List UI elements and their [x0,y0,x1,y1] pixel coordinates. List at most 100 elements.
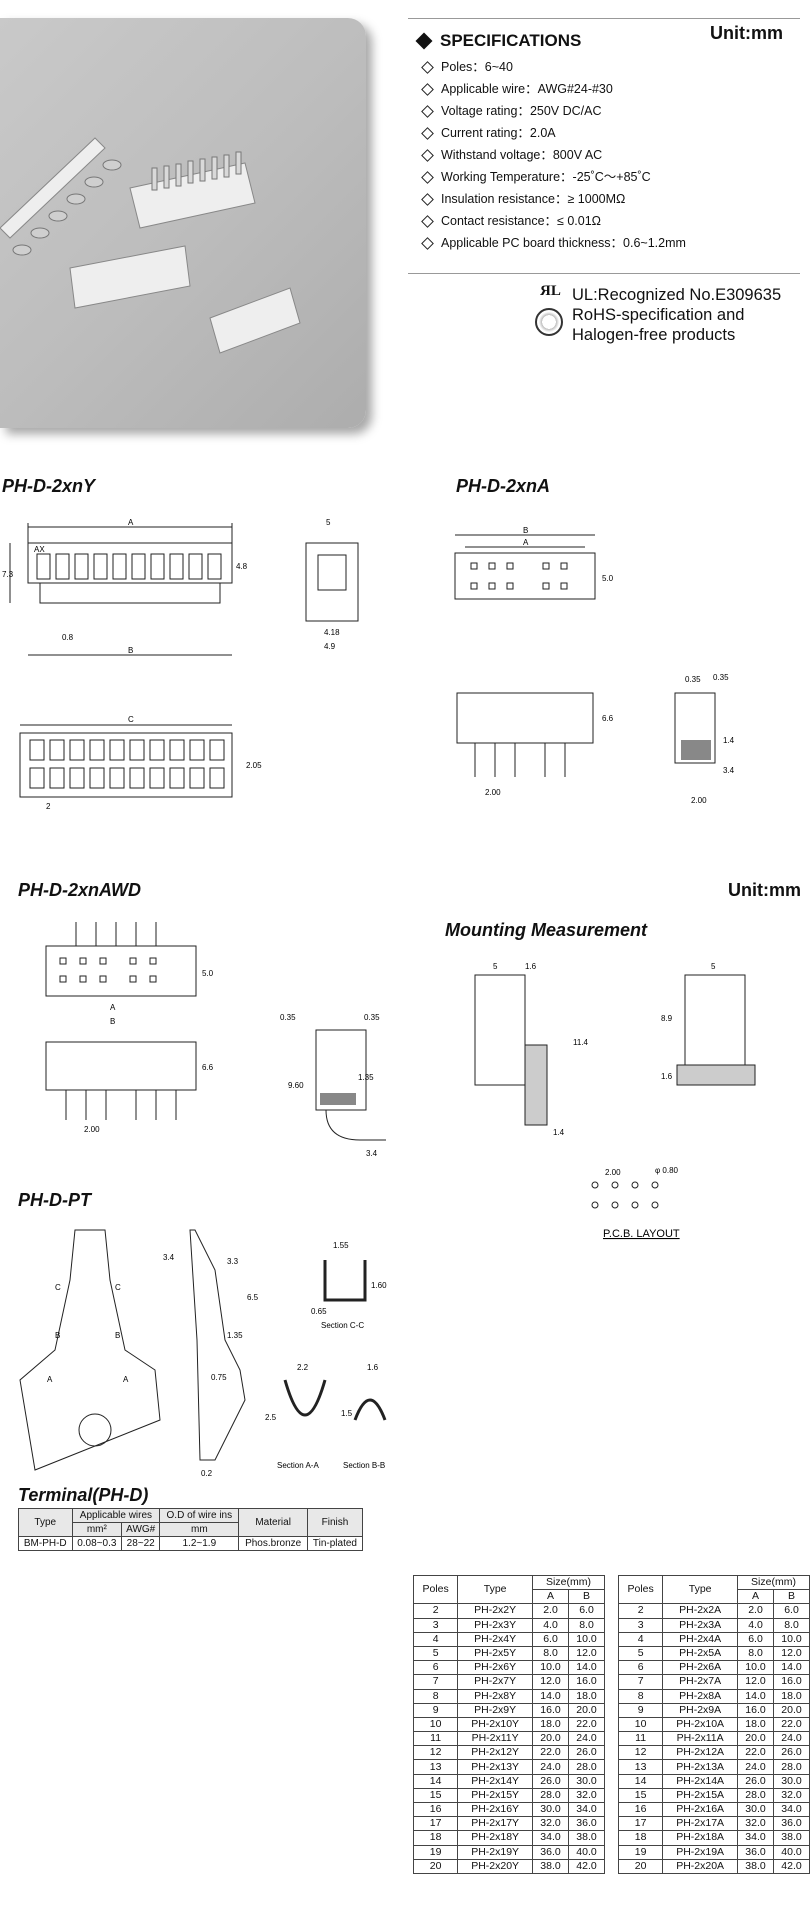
table-cell: PH-2x7Y [457,1674,534,1690]
spec-item: Applicable PC board thickness：0.6~1.2mm [418,232,686,254]
dim-5: 5 [326,518,331,527]
dim-a: A [128,518,134,527]
table-cell: PH-2x13A [662,1759,739,1775]
dim-0-8: 0.8 [62,633,74,642]
dim-0-35-awd-a: 0.35 [280,1013,296,1022]
table-cell: 16.0 [568,1674,605,1690]
table-cell: 8 [412,1688,459,1704]
table-cell: 26.0 [568,1745,605,1761]
table-cell: 13 [412,1759,459,1775]
label-c-left: C [55,1283,61,1292]
table-cell: 40.0 [773,1844,810,1860]
diamond-outline-icon [421,82,434,96]
table-cell: PH-2x13Y [457,1759,534,1775]
dim-2-5: 2.5 [265,1413,277,1422]
table-cell: 18.0 [532,1716,569,1733]
table-cell: 24.0 [568,1731,605,1747]
spec-bottom-rule [408,273,800,274]
table-cell: PH-2x2A [662,1603,739,1619]
table-cell: 10 [412,1716,459,1733]
table-cell: 6.0 [737,1631,774,1647]
unit-label-2: Unit:mm [728,880,801,900]
table-cell: PH-2x17A [662,1816,739,1832]
th-a: A [532,1589,569,1605]
spec-item: Applicable wire：AWG#24-#30 [418,78,686,100]
spec-item: Insulation resistance：≥ 1000MΩ [418,188,686,210]
section-cc-label: Section C-C [321,1321,364,1330]
table-cell: 11 [412,1731,459,1747]
table-cell: 16 [617,1801,664,1818]
dim-3-4-pt: 3.4 [163,1253,175,1262]
spec-list: Poles：6~40 Applicable wire：AWG#24-#30 Vo… [418,56,686,254]
table-cell: 10.0 [532,1660,569,1676]
dim-c: C [128,715,134,724]
table-cell: 2.0 [737,1603,774,1619]
table-cell: 18 [412,1830,459,1846]
th-poles: Poles [617,1574,664,1605]
dim-0-2: 0.2 [201,1469,213,1478]
cert-ul: UL:Recognized No.E309635 [572,286,782,304]
table-cell: 38.0 [773,1830,810,1846]
drawing-2xna: B A 5.0 6.6 2.00 0.35 0.35 3.4 1.4 2.00 [454,526,735,805]
table-cell: 32.0 [773,1787,810,1804]
table-cell: PH-2x5A [662,1645,739,1662]
dim-1-55: 1.55 [333,1241,349,1250]
table-cell: 3 [617,1617,664,1633]
table-cell: 14.0 [773,1660,810,1676]
table-cell: 13 [617,1759,664,1775]
spec-item: Current rating：2.0A [418,122,686,144]
section-title-mounting: Mounting Measurement [445,920,648,940]
table-cell: 10.0 [737,1660,774,1676]
table-cell: PH-2x16Y [457,1801,534,1818]
table-cell: PH-2x10Y [457,1716,534,1733]
table-cell: 10.0 [773,1631,810,1647]
table-cell: 14 [412,1773,459,1789]
dim-3-4-awd: 3.4 [366,1149,378,1158]
dim-1-6-mount-2: 1.6 [661,1072,673,1081]
table-cell: PH-2x20Y [457,1858,534,1874]
th-type: Type [18,1508,73,1537]
table-cell: 19 [617,1844,664,1860]
table-cell: 38.0 [568,1830,605,1846]
table-cell: 20 [617,1858,664,1874]
table-cell: PH-2x3Y [457,1617,534,1633]
table-cell: PH-2x11A [662,1731,739,1747]
dim-2-00-awd: 2.00 [84,1125,100,1134]
table-cell: 26.0 [532,1773,569,1789]
dim-0-35-awd-b: 0.35 [364,1013,380,1022]
table-cell: 18.0 [773,1688,810,1704]
dim-5-0: 5.0 [602,574,614,583]
dim-2: 2 [46,802,51,811]
table-cell: 4 [412,1631,459,1647]
drawing-2xnawd: 5.0 A B 6.6 2.00 0.35 0.35 9.60 1.35 3.4 [45,922,386,1158]
table-cell: 3 [412,1617,459,1633]
dim-1-6-mount: 1.6 [525,962,537,971]
table-cell: 14.0 [737,1688,774,1704]
table-cell: 12.0 [773,1645,810,1662]
table-cell: PH-2x19A [662,1844,739,1860]
th-od: O.D of wire ins [159,1508,240,1523]
dim-4-9: 4.9 [324,642,336,651]
section-aa-label: Section A-A [277,1461,319,1470]
table-cell: 34.0 [568,1801,605,1818]
table-cell: PH-2x16A [662,1801,739,1818]
table-cell: 30.0 [568,1773,605,1789]
table-cell: PH-2x2Y [457,1603,534,1619]
table-cell: 4.0 [737,1617,774,1633]
